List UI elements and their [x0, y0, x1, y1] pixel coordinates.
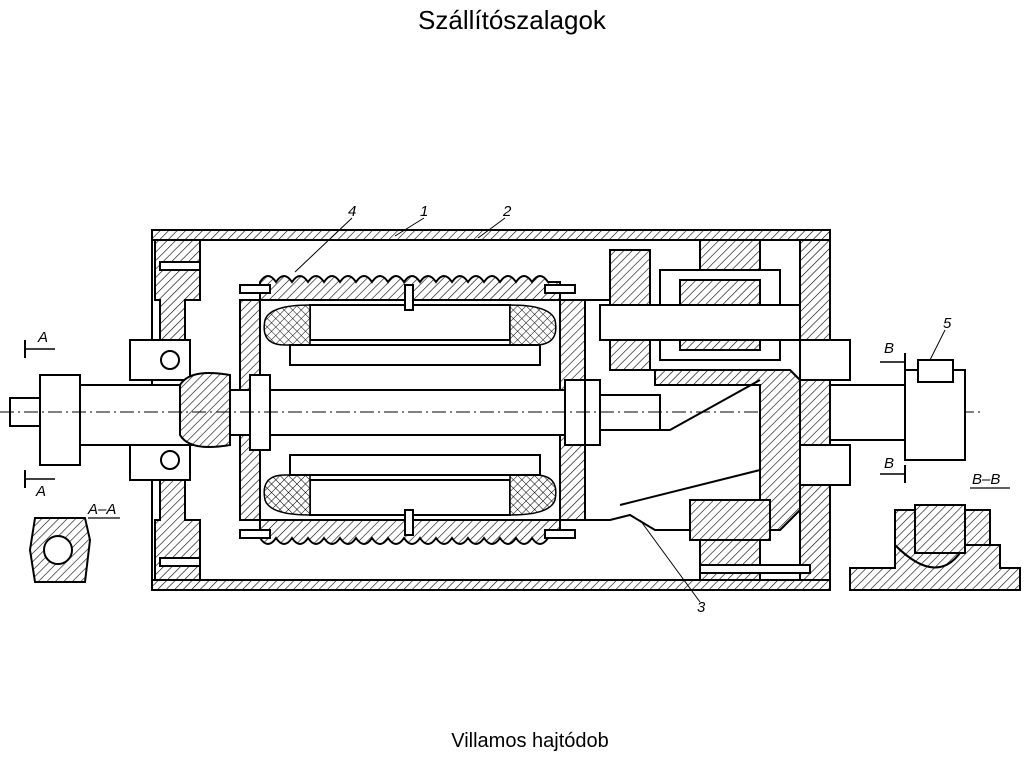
section-aa-label: A–A [87, 501, 116, 518]
section-bb-label: B–B [972, 471, 1000, 488]
section-b-bottom-label: B [884, 455, 894, 472]
section-a-a [24, 340, 120, 583]
label-2: 2 [502, 203, 512, 220]
label-4: 4 [348, 203, 356, 220]
rotor-shaft [0, 372, 980, 466]
figure-caption: Villamos hajtódob [451, 730, 609, 752]
drum-shell [151, 229, 831, 591]
gearbox-housing [584, 239, 801, 581]
slide-title: Szállítószalagok [418, 5, 606, 35]
label-1: 1 [420, 203, 428, 220]
section-a-bottom-label: A [35, 483, 46, 500]
label-3: 3 [697, 599, 706, 616]
section-a-top-label: A [37, 329, 48, 346]
bolts [159, 261, 811, 574]
label-5: 5 [943, 315, 952, 332]
leader-lines [294, 217, 946, 603]
section-b-b [849, 353, 1021, 591]
right-end-flange [799, 239, 966, 581]
section-b-top-label: B [884, 340, 894, 357]
